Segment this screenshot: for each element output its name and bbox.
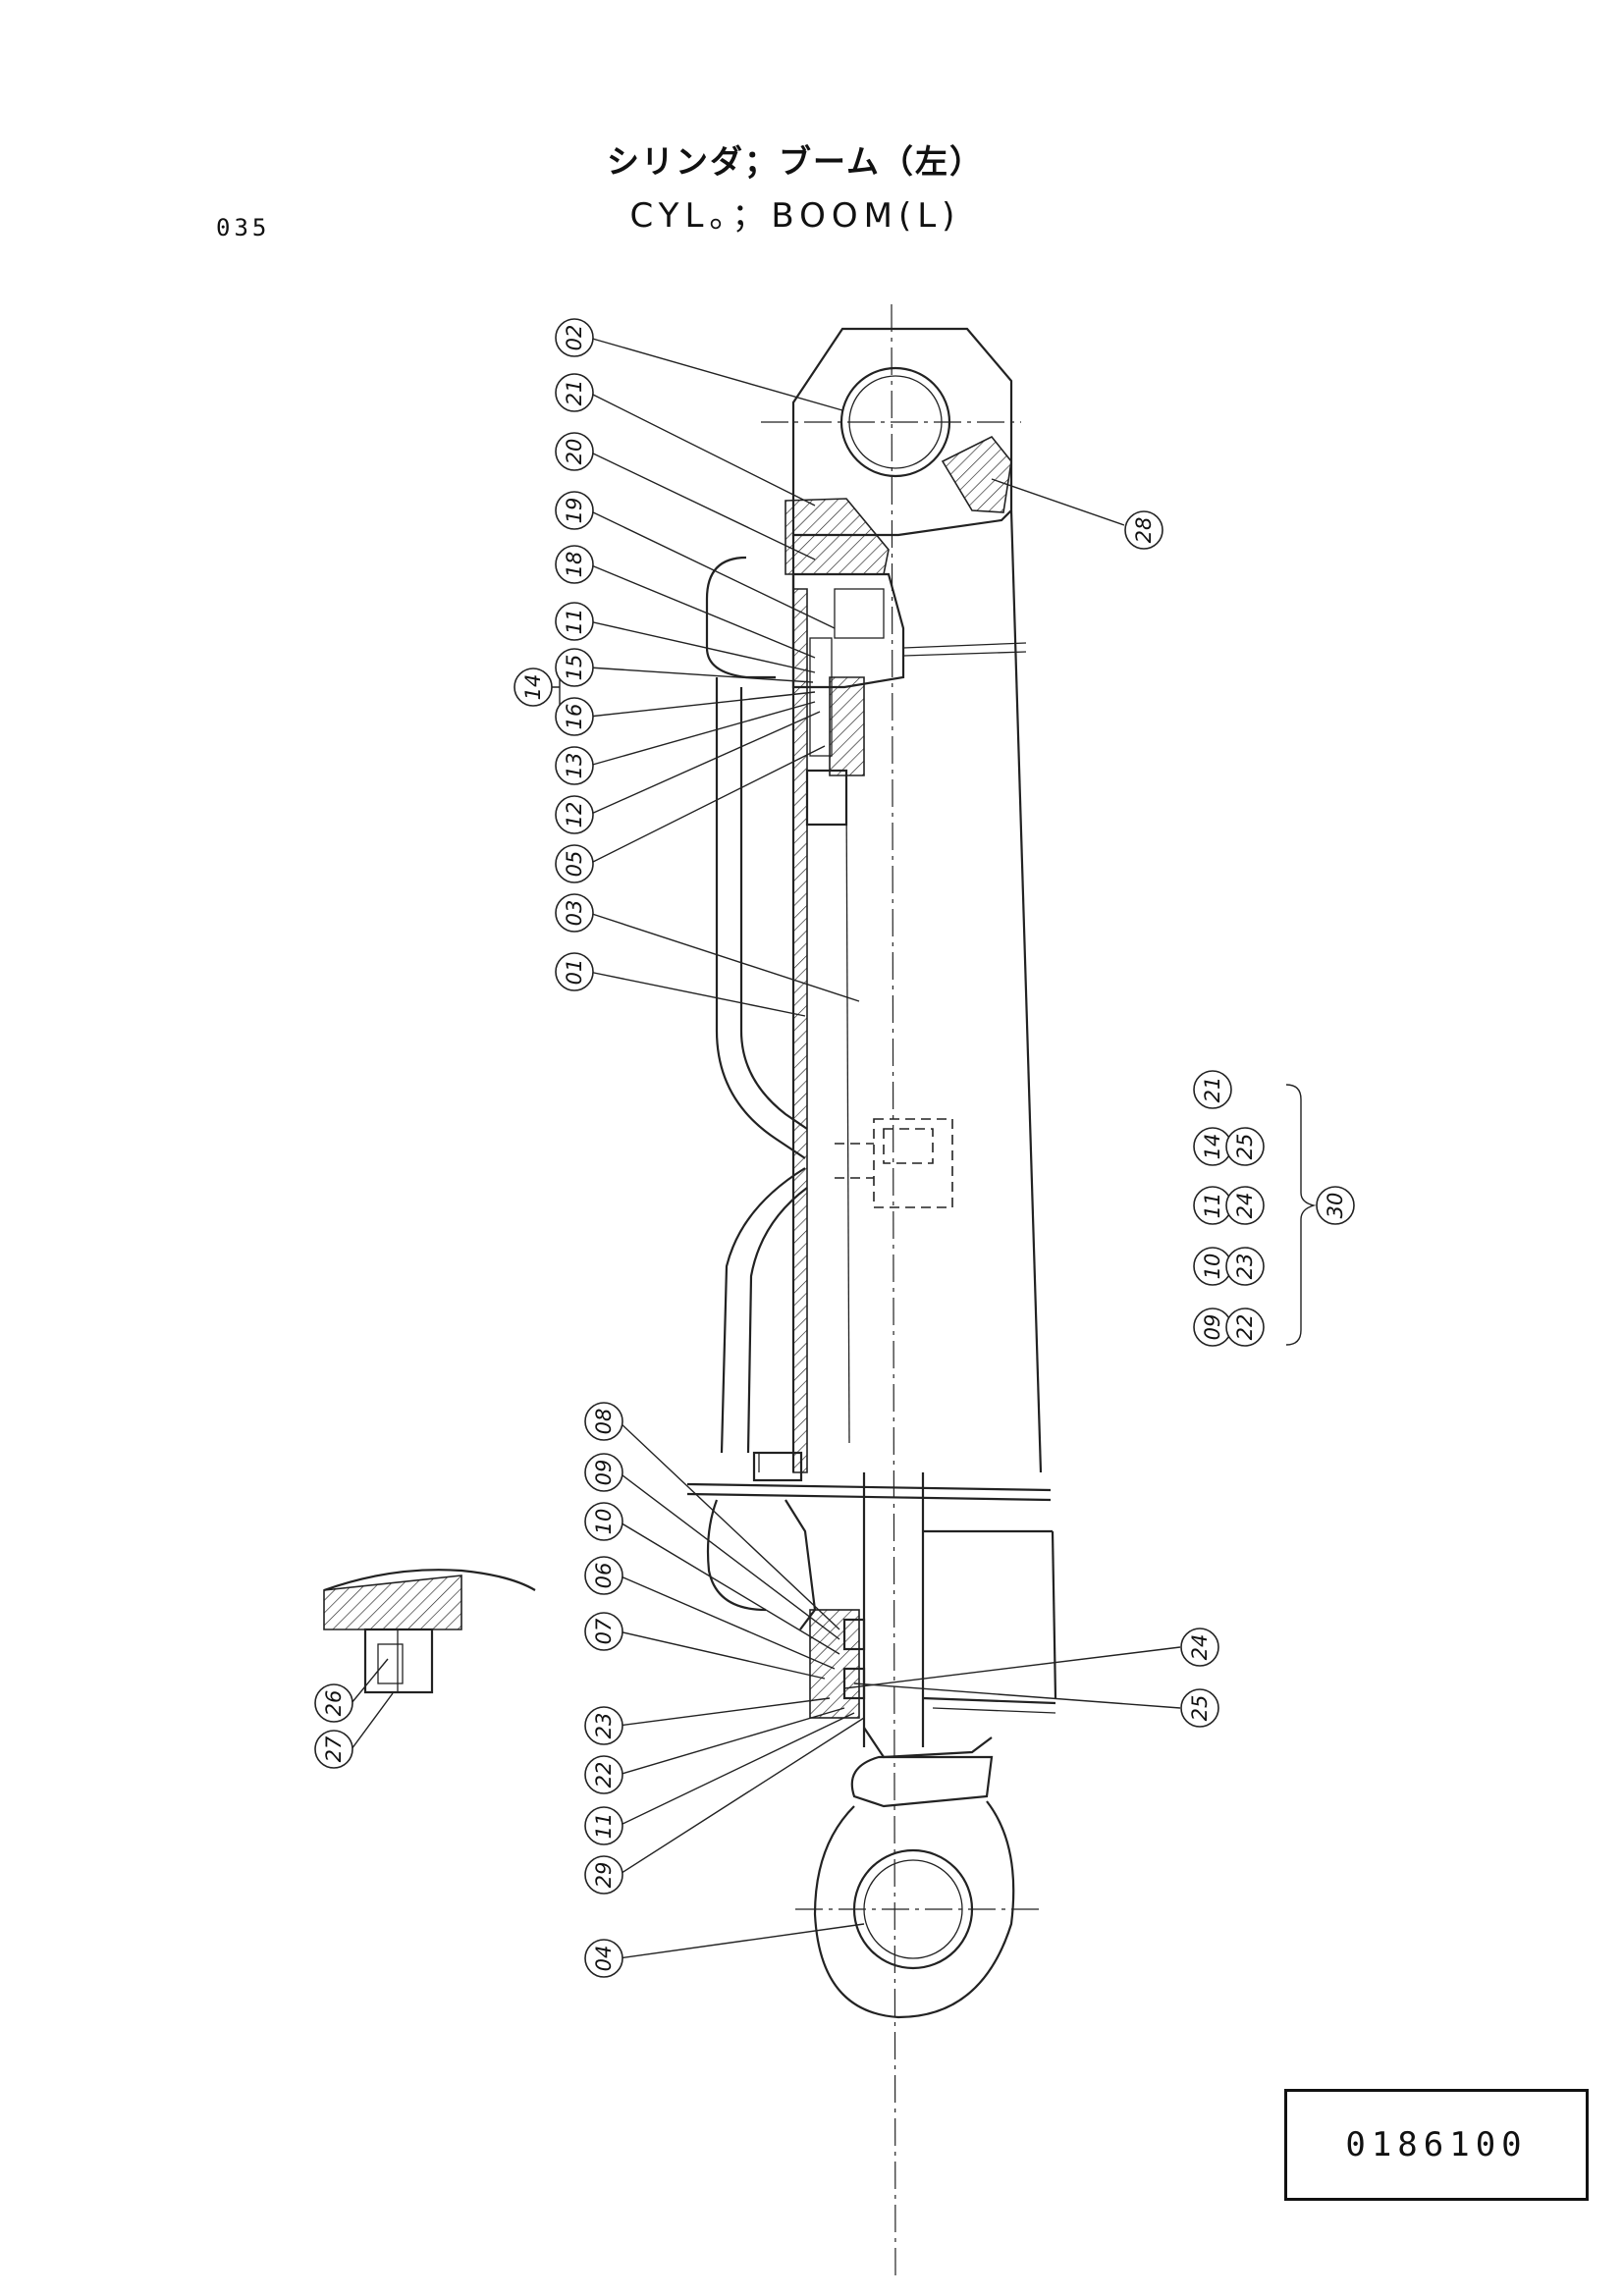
svg-text:06: 06: [592, 1563, 616, 1589]
svg-text:09: 09: [592, 1460, 616, 1486]
drawing-title-english: CYL。；BOOM(L): [629, 196, 961, 236]
callout-01-top: 01: [555, 952, 594, 991]
callout-08-bottom: 08: [584, 1402, 623, 1441]
callout-28: 28: [1124, 510, 1163, 550]
svg-text:12: 12: [563, 802, 586, 828]
callout-22-bottom: 22: [584, 1755, 623, 1794]
svg-text:14: 14: [521, 674, 545, 701]
callout-bubbles: 02 21 20 19 18 11 15 16 13 12 05 03 01 14 28 09 22 10 23 11…: [314, 318, 1355, 1978]
svg-text:21: 21: [1201, 1077, 1224, 1103]
svg-text:10: 10: [592, 1509, 616, 1535]
svg-text:23: 23: [1233, 1254, 1257, 1280]
svg-text:14: 14: [1201, 1134, 1224, 1160]
rod-end-cap: [686, 1482, 1057, 1719]
svg-text:15: 15: [563, 655, 586, 681]
callout-group30-11-2: 11: [1193, 1186, 1232, 1225]
callout-26: 26: [314, 1683, 353, 1723]
callout-group30-21: 21: [1193, 1070, 1232, 1109]
callout-03-top: 03: [555, 893, 594, 933]
svg-text:22: 22: [1233, 1314, 1257, 1341]
callout-13-top: 13: [555, 746, 594, 785]
svg-text:27: 27: [322, 1735, 346, 1762]
svg-text:21: 21: [563, 380, 586, 406]
page-number: 035: [216, 214, 271, 241]
callout-18-top: 18: [555, 545, 594, 584]
part-number-box: 0186100: [1284, 2089, 1589, 2201]
detail-view: [323, 1569, 536, 1694]
svg-text:05: 05: [563, 851, 586, 878]
svg-text:07: 07: [592, 1618, 616, 1644]
leaders-top: [548, 337, 1125, 1017]
svg-text:01: 01: [563, 959, 586, 986]
callout-group30-09-0: 09: [1193, 1308, 1232, 1347]
callout-11-bottom: 11: [584, 1806, 623, 1845]
callout-19-top: 19: [555, 491, 594, 530]
svg-text:28: 28: [1132, 517, 1156, 544]
callout-group30-22-0: 22: [1225, 1308, 1265, 1347]
svg-text:25: 25: [1188, 1695, 1212, 1722]
external-pipe: [705, 556, 808, 1482]
svg-text:11: 11: [592, 1813, 616, 1840]
rod-eye: [795, 1755, 1041, 2019]
svg-text:02: 02: [563, 325, 586, 351]
svg-text:26: 26: [322, 1690, 346, 1717]
callout-02-top: 02: [555, 318, 594, 357]
svg-text:04: 04: [592, 1946, 616, 1972]
callout-25-bottom: 25: [1180, 1688, 1219, 1728]
svg-text:13: 13: [563, 753, 586, 779]
gland-seals: [791, 572, 905, 827]
callout-group30-14-3: 14: [1193, 1127, 1232, 1166]
callout-09-bottom: 09: [584, 1453, 623, 1492]
callout-20-top: 20: [555, 432, 594, 471]
port-fitting: [835, 1118, 953, 1208]
svg-text:29: 29: [592, 1862, 616, 1889]
callout-group-30: 30: [1316, 1186, 1355, 1225]
leaders-bottom: [351, 1420, 1181, 1959]
callout-27: 27: [314, 1730, 353, 1769]
callout-10-bottom: 10: [584, 1502, 623, 1541]
callout-06-bottom: 06: [584, 1556, 623, 1595]
svg-text:11: 11: [1201, 1193, 1224, 1219]
svg-text:03: 03: [563, 900, 586, 927]
svg-text:24: 24: [1233, 1193, 1257, 1219]
svg-text:18: 18: [563, 552, 586, 578]
callout-12-top: 12: [555, 795, 594, 834]
callout-group30-24-2: 24: [1225, 1186, 1265, 1225]
svg-text:23: 23: [592, 1713, 616, 1739]
svg-text:22: 22: [592, 1762, 616, 1789]
part-number: 0186100: [1345, 2125, 1528, 2164]
piston-rod: [862, 1472, 993, 1759]
callout-07-bottom: 07: [584, 1612, 623, 1651]
svg-text:19: 19: [563, 498, 586, 524]
callout-group30-23-1: 23: [1225, 1247, 1265, 1286]
svg-text:25: 25: [1233, 1134, 1257, 1160]
svg-text:10: 10: [1201, 1254, 1224, 1280]
group-30-brace: [1285, 1084, 1317, 1346]
center-line: [891, 303, 896, 2278]
svg-text:08: 08: [592, 1409, 616, 1435]
callout-group-14: 14: [514, 667, 553, 707]
callout-23-bottom: 23: [584, 1706, 623, 1745]
svg-text:30: 30: [1324, 1193, 1347, 1219]
head-clevis: [761, 327, 1021, 575]
cylinder-tube: [791, 509, 1043, 1473]
callout-group30-10-1: 10: [1193, 1247, 1232, 1286]
callout-group30-25-3: 25: [1225, 1127, 1265, 1166]
svg-text:09: 09: [1201, 1314, 1224, 1341]
svg-text:20: 20: [563, 439, 586, 465]
drawing-title-japanese: シリンダ；ブーム（左）: [606, 142, 984, 181]
svg-text:11: 11: [563, 609, 586, 635]
callout-29-bottom: 29: [584, 1855, 623, 1895]
callout-05-top: 05: [555, 844, 594, 883]
callout-16-top: 16: [555, 697, 594, 736]
callout-15-top: 15: [555, 648, 594, 687]
callout-21-top: 21: [555, 373, 594, 412]
svg-text:24: 24: [1188, 1634, 1212, 1661]
svg-text:16: 16: [563, 704, 586, 730]
callout-24-bottom: 24: [1180, 1628, 1219, 1667]
callout-04-bottom: 04: [584, 1939, 623, 1978]
callout-11-top: 11: [555, 602, 594, 641]
